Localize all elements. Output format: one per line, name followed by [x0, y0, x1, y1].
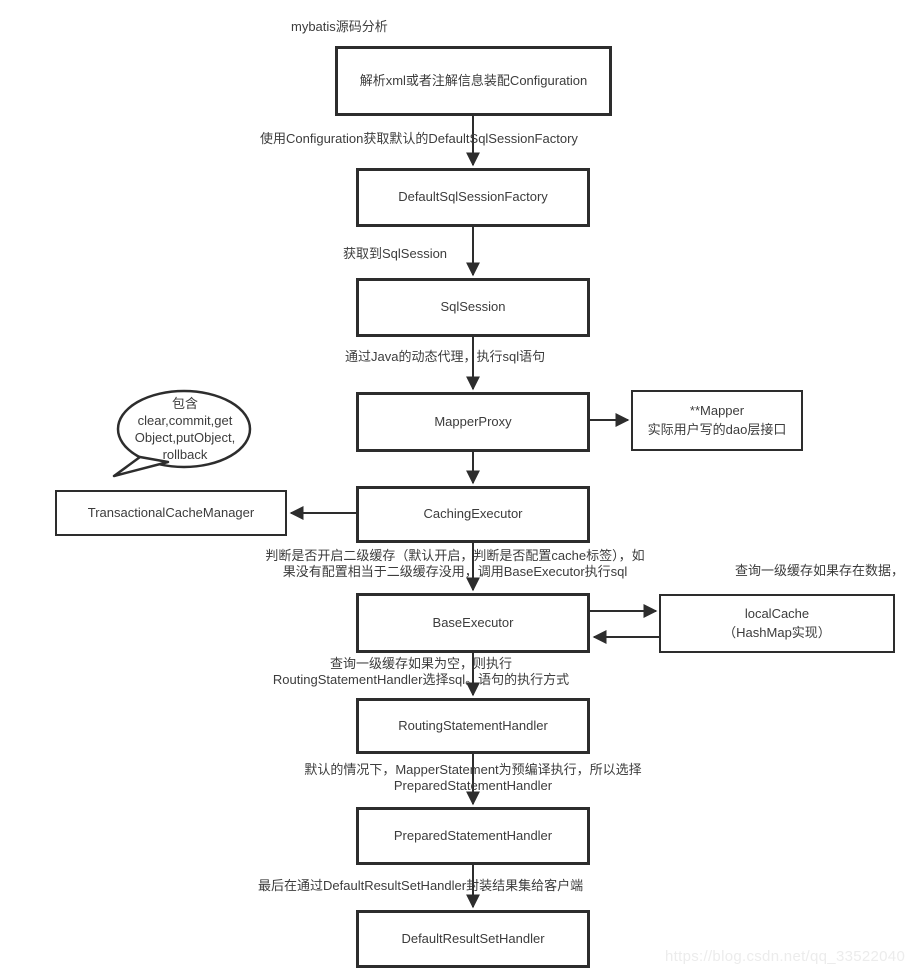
node-localcache: localCache （HashMap实现） [659, 594, 895, 653]
label-to-result: 最后在通过DefaultResultSetHandler封装结果集给客户端 [258, 878, 584, 893]
node-preparedstatementhandler: PreparedStatementHandler [356, 807, 590, 865]
node-configuration: 解析xml或者注解信息装配Configuration [335, 46, 612, 116]
label-to-mapperproxy: 通过Java的动态代理，执行sql语句 [345, 349, 546, 364]
node-sqlsession: SqlSession [356, 278, 590, 337]
speech-bubble-shape [112, 389, 252, 478]
node-cachingexecutor: CachingExecutor [356, 486, 590, 543]
node-mapperproxy: MapperProxy [356, 392, 590, 452]
label-to-routing: 查询一级缓存如果为空，则执行 RoutingStatementHandler选择… [272, 656, 570, 687]
node-routingstatementhandler: RoutingStatementHandler [356, 698, 590, 754]
node-transactionalcachemanager: TransactionalCacheManager [55, 490, 287, 536]
node-mapper-dao: **Mapper 实际用户写的dao层接口 [631, 390, 803, 451]
node-defaultsqlsessionfactory: DefaultSqlSessionFactory [356, 168, 590, 227]
label-to-factory: 使用Configuration获取默认的DefaultSqlSessionFac… [260, 131, 578, 146]
label-localcache-note: 查询一级缓存如果存在数据， [735, 563, 905, 578]
watermark-url: https://blog.csdn.net/qq_33522040 [665, 948, 906, 965]
label-to-base: 判断是否开启二级缓存（默认开启，判断是否配置cache标签），如 果没有配置相当… [265, 548, 645, 579]
node-defaultresultsethandler: DefaultResultSetHandler [356, 910, 590, 968]
node-baseexecutor: BaseExecutor [356, 593, 590, 653]
label-to-sqlsession: 获取到SqlSession [343, 246, 448, 261]
diagram-title: mybatis源码分析 [291, 19, 388, 34]
speech-bubble-text: 包含 clear,commit,get Object,putObject, ro… [134, 396, 236, 462]
label-to-prepared: 默认的情况下，MapperStatement为预编译执行，所以选择 Prepar… [304, 762, 642, 793]
